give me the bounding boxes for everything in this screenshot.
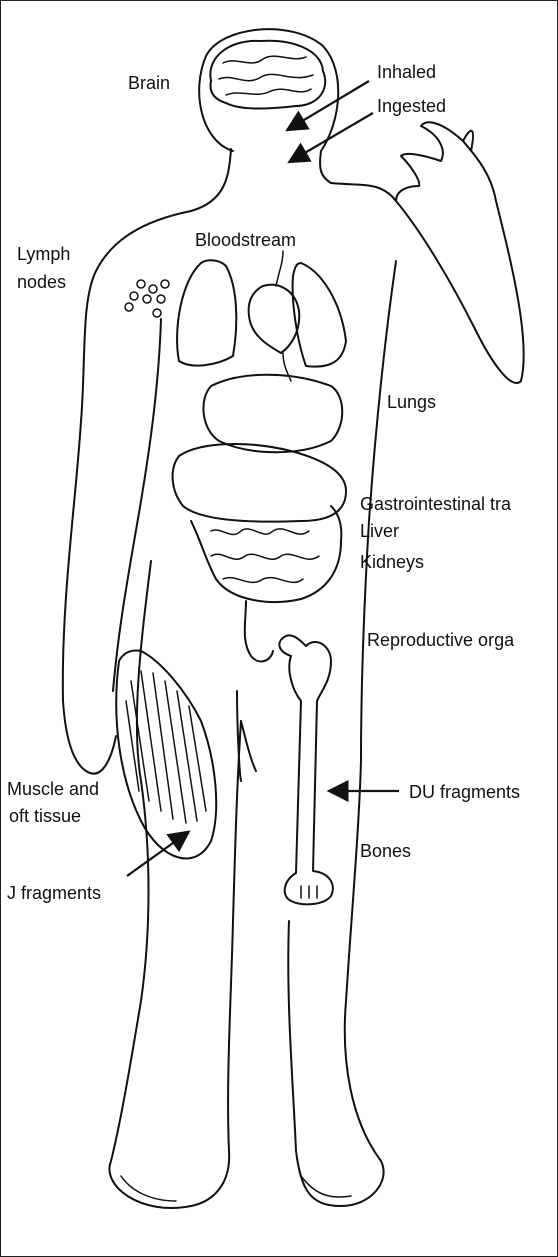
lungs-heart: [177, 251, 346, 381]
lymph-nodes-label-line2: nodes: [17, 273, 66, 291]
du-fragments-left-label: J fragments: [7, 884, 101, 902]
kidneys-label: Kidneys: [360, 553, 424, 571]
lymph-nodes-label-line1: Lymph: [17, 245, 70, 263]
lymph-node-cluster: [125, 280, 169, 317]
brain-illustration: [210, 41, 325, 109]
bones-label: Bones: [360, 842, 411, 860]
ingested-label: Ingested: [377, 97, 446, 115]
muscle-label-line2: oft tissue: [9, 807, 81, 825]
reproductive-label: Reproductive orga: [367, 631, 514, 649]
lungs-label: Lungs: [387, 393, 436, 411]
muscle-label-line1: Muscle and: [7, 780, 99, 798]
muscle-tissue: [116, 650, 216, 858]
body-outline: [63, 29, 524, 1208]
digestive-organs: [173, 375, 346, 662]
liver-label: Liver: [360, 522, 399, 540]
du-fragments-right-label: DU fragments: [409, 783, 520, 801]
brain-label: Brain: [128, 74, 170, 92]
gastrointestinal-label: Gastrointestinal tra: [360, 495, 511, 513]
du-fragments-left-arrow: [127, 833, 187, 876]
arrows: [127, 81, 399, 876]
femur-bone: [279, 635, 332, 904]
inhaled-label: Inhaled: [377, 63, 436, 81]
bloodstream-label: Bloodstream: [195, 231, 296, 249]
